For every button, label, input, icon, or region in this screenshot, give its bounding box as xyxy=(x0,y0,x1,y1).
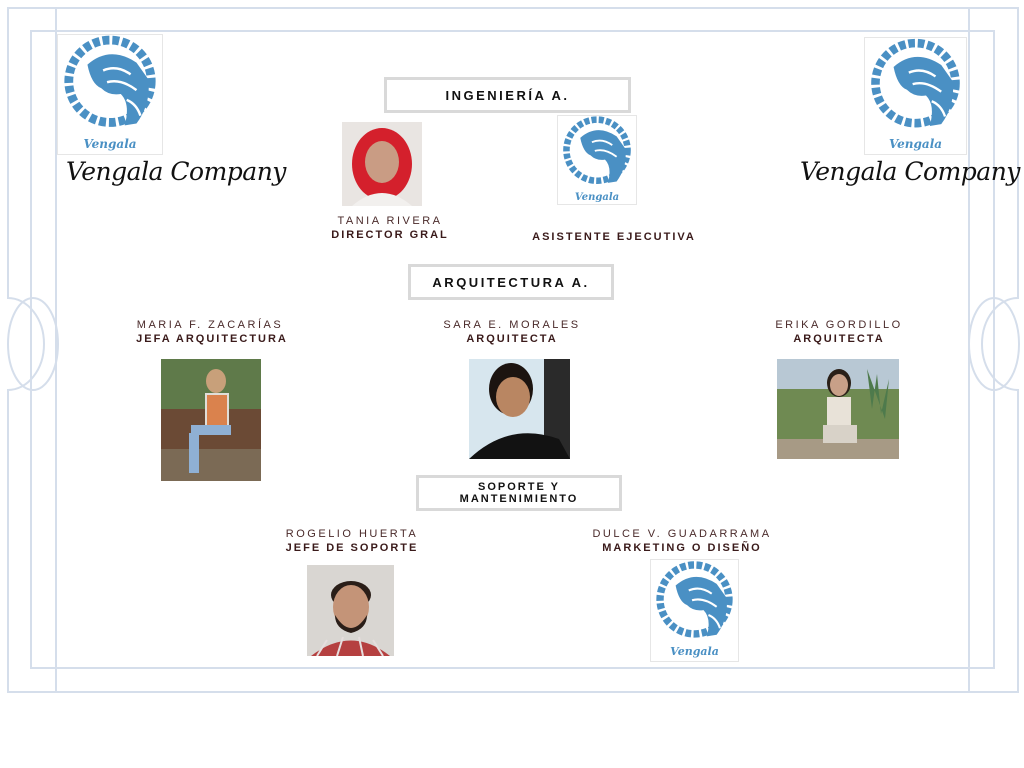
logo-caption: Vengala xyxy=(888,137,943,151)
company-name-left: Vengala Company xyxy=(66,157,286,186)
photo-sara-morales xyxy=(469,359,570,459)
name-erika-gordillo: ERIKA GORDILLO xyxy=(775,319,903,331)
section-soporte: SOPORTE Y MANTENIMIENTO xyxy=(416,475,622,511)
role-asistente-ejecutiva: ASISTENTE EJECUTIVA xyxy=(532,231,696,243)
name-maria-zacarias: MARIA F. ZACARÍAS xyxy=(136,319,284,331)
name-tania-rivera: TANIA RIVERA xyxy=(337,215,443,227)
company-name-right: Vengala Company xyxy=(800,157,1020,186)
logo-caption: Vengala xyxy=(83,137,137,151)
vengala-logo-dulce: Vengala xyxy=(650,559,739,662)
person-photo-icon xyxy=(342,122,422,206)
photo-tania-rivera xyxy=(342,122,422,206)
role-jefa-arquitectura: JEFA ARQUITECTURA xyxy=(136,333,288,345)
vengala-logo-asistente: Vengala xyxy=(557,115,637,205)
tiger-logo-icon xyxy=(656,561,733,638)
photo-rogelio-huerta xyxy=(307,565,394,656)
person-photo-icon xyxy=(777,359,899,459)
name-rogelio-huerta: ROGELIO HUERTA xyxy=(285,528,419,540)
section-soporte-line1: SOPORTE Y xyxy=(478,481,560,493)
role-marketing-o-diseno: MARKETING O DISEÑO xyxy=(602,542,762,554)
section-arquitectura: ARQUITECTURA A. xyxy=(408,264,614,300)
person-photo-icon xyxy=(161,359,261,481)
role-arquitecta-erika: ARQUITECTA xyxy=(793,333,885,345)
role-jefe-de-soporte: JEFE DE SOPORTE xyxy=(285,542,419,554)
logo-caption: Vengala xyxy=(574,192,620,203)
name-dulce-guadarrama: DULCE V. GUADARRAMA xyxy=(592,528,772,540)
tiger-logo-icon xyxy=(871,38,960,128)
photo-maria-zacarias xyxy=(161,359,261,481)
vengala-logo-top-right: Vengala xyxy=(864,37,967,155)
name-sara-morales: SARA E. MORALES xyxy=(443,319,581,331)
photo-erika-gordillo xyxy=(777,359,899,459)
person-photo-icon xyxy=(469,359,570,459)
section-ingenieria: INGENIERÍA A. xyxy=(384,77,631,113)
vengala-logo-top-left: Vengala xyxy=(57,34,163,155)
person-photo-icon xyxy=(307,565,394,656)
role-arquitecta-sara: ARQUITECTA xyxy=(466,333,558,345)
tiger-logo-icon xyxy=(563,116,631,184)
section-soporte-line2: MANTENIMIENTO xyxy=(459,493,579,505)
role-director-gral: DIRECTOR GRAL xyxy=(331,229,449,241)
tiger-logo-icon xyxy=(64,35,156,127)
logo-caption: Vengala xyxy=(670,645,719,658)
